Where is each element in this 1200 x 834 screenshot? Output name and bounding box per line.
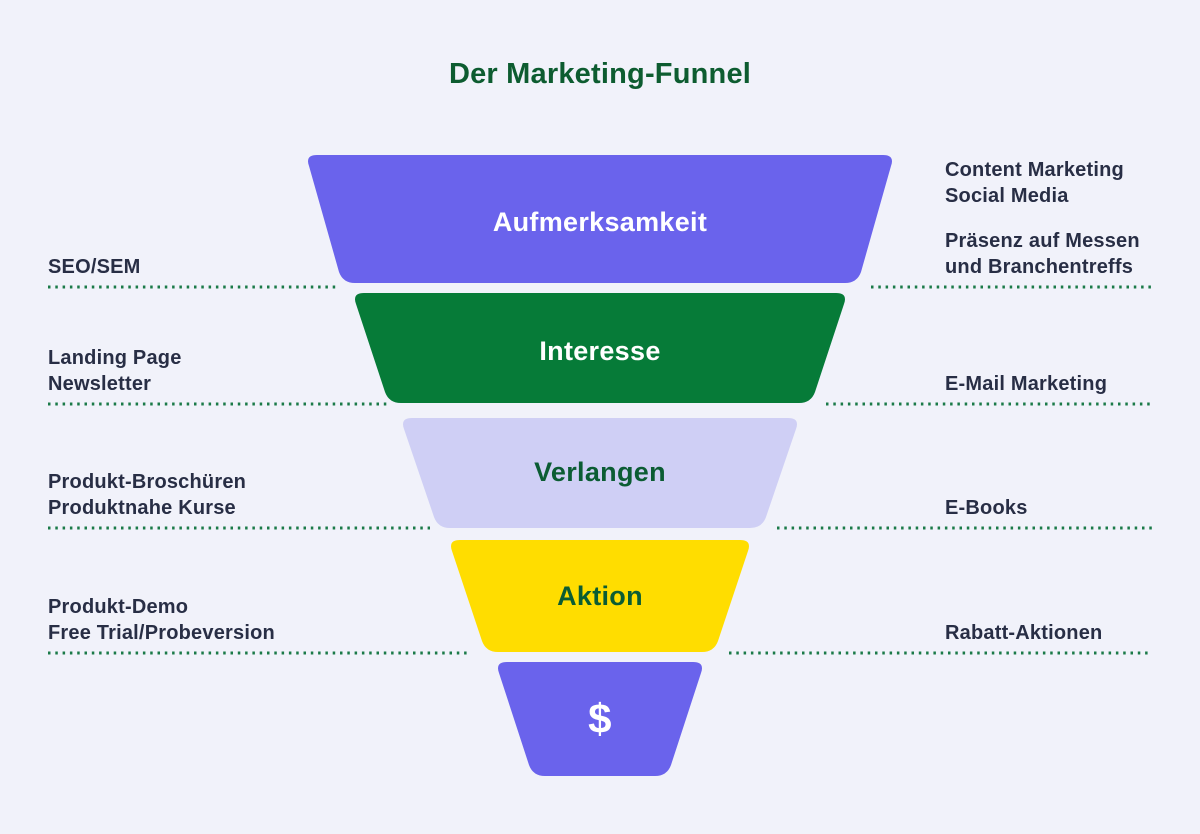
right-label-praesenz-messen: Präsenz auf Messen und Branchentreffs [945, 228, 1140, 280]
label-line: Newsletter [48, 373, 152, 395]
page-title: Der Marketing-Funnel [448, 58, 752, 90]
label-line: Produkt-Broschüren [48, 471, 247, 493]
stage-label-verlangen: Verlangen [534, 457, 666, 487]
left-label-seo-sem: SEO/SEM [48, 254, 141, 280]
funnel-stage-dollar [498, 662, 702, 776]
label-line: Produktnahe Kurse [48, 497, 236, 519]
label-line: SEO/SEM [48, 256, 141, 278]
stage-label-aktion: Aktion [557, 581, 643, 611]
label-line: Rabatt-Aktionen [945, 622, 1103, 644]
right-label-content-marketing: Content Marketing Social Media [945, 157, 1124, 209]
funnel-stage-verlangen [403, 418, 797, 528]
label-line: Content Marketing [945, 159, 1124, 181]
label-line: Landing Page [48, 347, 182, 369]
right-label-email-marketing: E-Mail Marketing [945, 371, 1107, 397]
label-line: E-Mail Marketing [945, 373, 1108, 395]
label-line: E-Books [945, 497, 1028, 519]
label-line: und Branchentreffs [945, 256, 1134, 278]
label-line: Free Trial/Probeversion [48, 622, 275, 644]
stage-label-aufmerksamkeit: Aufmerksamkeit [493, 207, 707, 237]
dotted-lines [48, 285, 1152, 655]
left-label-landing-page-newsletter: Landing Page Newsletter [48, 345, 182, 397]
label-line: Präsenz auf Messen [945, 230, 1140, 252]
stage-label-interesse: Interesse [539, 336, 660, 366]
right-label-rabatt-aktionen: Rabatt-Aktionen [945, 620, 1102, 646]
right-label-ebooks: E-Books [945, 495, 1028, 521]
stage-label-dollar: $ [588, 695, 612, 742]
left-label-produkt-demo: Produkt-Demo Free Trial/Probeversion [48, 594, 275, 646]
funnel-stage-interesse [355, 293, 845, 403]
funnel-stage-aktion [451, 540, 749, 652]
label-line: Produkt-Demo [48, 596, 189, 618]
funnel-stage-aufmerksamkeit [308, 155, 892, 283]
left-label-produkt-broschueren: Produkt-Broschüren Produktnahe Kurse [48, 469, 246, 521]
label-line: Social Media [945, 185, 1069, 207]
